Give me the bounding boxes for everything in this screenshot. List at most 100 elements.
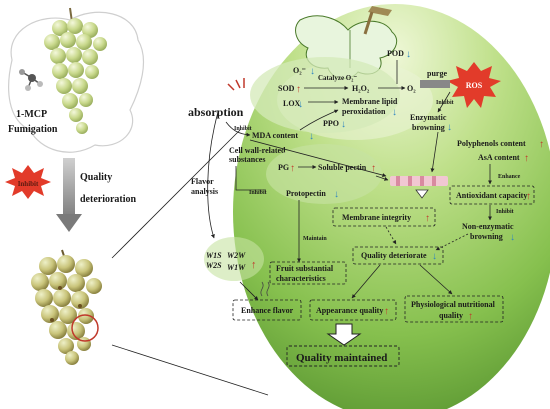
zoom-line-bottom bbox=[111, 344, 269, 396]
quality-deteriorate-label: Quality deteriorate bbox=[361, 251, 427, 260]
catalyze-label: Catalyze O₂⁻ bbox=[318, 74, 357, 82]
absorption-to-flavor-arrow bbox=[207, 111, 219, 239]
sod-label: SOD bbox=[278, 84, 295, 93]
browning-to-membrane-arrow bbox=[430, 131, 439, 173]
enhance-flavor-box bbox=[232, 299, 302, 321]
mda-to-lipid-arrow bbox=[299, 109, 339, 131]
absorption-label: absorption bbox=[188, 105, 244, 119]
deteriorated-grape-bunch bbox=[31, 249, 102, 365]
enhance-flavor-label: Enhance flavor bbox=[241, 306, 294, 315]
pectin-zone bbox=[266, 144, 382, 204]
mda-label: MDA content bbox=[252, 131, 298, 140]
quality-to-physio-arrow bbox=[419, 264, 453, 295]
pod-label: POD bbox=[387, 49, 404, 58]
membrane-integrity-box bbox=[332, 207, 436, 227]
quality-to-appearance-arrow bbox=[351, 264, 381, 299]
absorption-to-mda-arrow bbox=[225, 121, 251, 137]
lox-label: LOX bbox=[283, 99, 301, 108]
nonenz-2: browning bbox=[470, 232, 503, 241]
flavor-to-enhance-arrow bbox=[239, 281, 259, 301]
quality-label-1: Quality bbox=[80, 172, 112, 183]
flavor-zone bbox=[204, 237, 264, 281]
inhibit-label-d: Inhibit bbox=[496, 209, 514, 215]
antioxidant-up-arrow: ↑ bbox=[526, 191, 531, 202]
zoom-circle bbox=[71, 314, 99, 342]
mda-down-arrow: ↓ bbox=[309, 131, 314, 142]
nonenz-down-arrow: ↓ bbox=[510, 232, 515, 243]
appearance-box bbox=[309, 299, 397, 321]
h2o2-label: H₂O₂ bbox=[352, 84, 370, 93]
membrane-lipid-2: peroxidation bbox=[342, 107, 386, 116]
ros-inhibit-arrow bbox=[437, 91, 451, 113]
physio-box bbox=[404, 295, 504, 323]
cellwall-1: Cell wall-related bbox=[229, 146, 286, 155]
w2w-label: W2W bbox=[227, 251, 246, 260]
enzymatic-2: browning bbox=[412, 123, 445, 132]
fruit-2: characteristics bbox=[276, 274, 326, 283]
asa-label: AsA content bbox=[478, 153, 520, 162]
steam-icon bbox=[260, 281, 270, 297]
purge-arrow-icon bbox=[420, 80, 450, 88]
quality-maintained-label: Quality maintained bbox=[296, 352, 387, 364]
protopectin-down-arrow: ↓ bbox=[334, 189, 339, 200]
zoom-line-top bbox=[111, 129, 241, 259]
molecule-icon bbox=[19, 69, 43, 91]
pg-up-arrow: ↑ bbox=[290, 163, 295, 174]
quality-deteriorate-down-arrow: ↓ bbox=[432, 251, 437, 262]
flavor-up-arrow: ↑ bbox=[251, 259, 257, 271]
quality-label-2: deterioration bbox=[80, 194, 137, 205]
fresh-grape-bunch bbox=[44, 7, 107, 134]
pectin-to-membrane-arrow bbox=[375, 175, 389, 181]
physio-2: quality bbox=[439, 311, 463, 320]
o2-label: O₂⁻ bbox=[293, 66, 306, 75]
purge-label: purge bbox=[427, 69, 447, 78]
physio-up-arrow: ↑ bbox=[468, 311, 473, 322]
o2b-label: O₂ bbox=[407, 84, 416, 93]
enzymatic-1: Enzymatic bbox=[410, 113, 447, 122]
ppo-down-arrow: ↓ bbox=[341, 119, 346, 130]
w2s-label: W2S bbox=[206, 261, 222, 270]
lox-down-arrow: ↓ bbox=[298, 99, 303, 110]
membrane-icon bbox=[390, 176, 448, 199]
inhibit-burst-icon bbox=[5, 165, 51, 199]
o2-down-arrow: ↓ bbox=[310, 66, 315, 77]
soluble-pectin-up-arrow: ↑ bbox=[371, 163, 376, 174]
soluble-pectin-label: Soluble pectin bbox=[318, 163, 367, 172]
cellwall-2: substances bbox=[229, 155, 265, 164]
polyphenols-label: Polyphenols content bbox=[457, 139, 526, 148]
maintain-label: Maintain bbox=[303, 236, 327, 242]
ppo-label: PPO bbox=[323, 119, 339, 128]
w1s-label: W1S bbox=[206, 251, 222, 260]
nonenz-1: Non-enzymatic bbox=[462, 222, 514, 231]
inhibit-label-b: Inhibit bbox=[234, 126, 252, 132]
protopectin-label: Protopectin bbox=[286, 189, 326, 198]
quality-deteriorate-box bbox=[352, 246, 444, 265]
polyphenols-up-arrow: ↑ bbox=[539, 139, 544, 150]
fruit-1: Fruit substantial bbox=[276, 264, 334, 273]
fruit-characteristics-box bbox=[269, 261, 347, 285]
pg-label: PG bbox=[278, 163, 289, 172]
appearance-up-arrow: ↑ bbox=[384, 306, 389, 317]
maintained-arrow-icon bbox=[326, 323, 362, 346]
appearance-label: Appearance quality bbox=[316, 306, 383, 315]
w1w-label: W1W bbox=[227, 263, 246, 272]
enhance-label: Enhance bbox=[498, 174, 521, 180]
treatment-label: 1-MCP bbox=[16, 109, 47, 120]
antioxidant-label: Antioxidant capacity bbox=[456, 191, 527, 200]
membrane-lipid-down-arrow: ↓ bbox=[392, 107, 397, 118]
ros-label: ROS bbox=[466, 81, 483, 90]
membrane-integrity-up-arrow: ↑ bbox=[425, 213, 430, 224]
cellwall-branch bbox=[235, 166, 266, 191]
method-label: Fumigation bbox=[8, 124, 58, 135]
inhibit-label-c: Inhibit bbox=[249, 190, 267, 196]
deterioration-arrow-icon bbox=[56, 158, 82, 232]
fumigation-cloud bbox=[8, 11, 145, 153]
flavor-2: analysis bbox=[191, 187, 218, 196]
inhibit-label-a: Inhibit bbox=[436, 100, 454, 106]
integrity-to-quality-arrow bbox=[385, 226, 397, 245]
flavor-1: Flavor bbox=[191, 177, 214, 186]
enzymatic-down-arrow: ↓ bbox=[447, 122, 452, 133]
antioxidant-box bbox=[449, 185, 535, 205]
sod-up-arrow: ↑ bbox=[296, 84, 301, 95]
